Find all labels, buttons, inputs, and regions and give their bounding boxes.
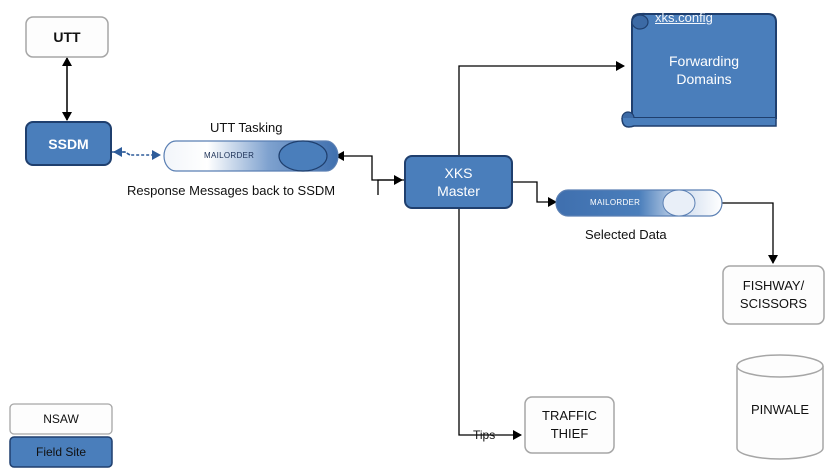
node-fishway-box (722, 265, 825, 325)
node-xks-master: XKS Master (405, 156, 512, 208)
node-ssdm-label: SSDM (48, 135, 89, 152)
connector-xks-traffic (458, 209, 522, 440)
node-pinwale-label: PINWALE (750, 402, 810, 417)
label-selected-data: Selected Data (585, 227, 667, 242)
tube-mailorder-left-label: MAILORDER (204, 151, 255, 160)
node-ssdm: SSDM (26, 122, 111, 165)
connector-xks-tube-right (513, 181, 557, 207)
connector-xks-tube-left (335, 151, 404, 181)
legend-fieldsite-swatch (9, 436, 113, 468)
node-utt-label: UTT (53, 29, 81, 45)
node-pinwale-cylinder (736, 354, 824, 460)
node-traffic-thief: TRAFFIC THIEF (525, 397, 614, 453)
xks-config-title: xks.config (655, 10, 713, 25)
legend-nsaw-label: NSAW (43, 412, 79, 426)
connector-tube-left-xks (377, 175, 403, 195)
legend-nsaw: NSAW (10, 404, 112, 434)
node-forwarding-domains-label: Forwarding Domains (668, 53, 740, 87)
node-forwarding-scroll (621, 12, 777, 128)
connector-xks-forwarding (458, 61, 625, 155)
node-ssdm-box (25, 121, 112, 166)
tube-mailorder-right (555, 189, 723, 217)
node-fishway-label: FISHWAY/ SCISSORS (739, 278, 808, 311)
node-utt-box (25, 16, 109, 58)
legend-field-site-label: Field Site (35, 445, 87, 459)
tube-mailorder-right-label: MAILORDER (590, 198, 641, 207)
label-response-messages: Response Messages back to SSDM (127, 183, 336, 198)
label-utt-tasking: UTT Tasking (210, 120, 283, 135)
tube-mailorder-left (163, 140, 339, 172)
node-xks-master-label: XKS Master (437, 165, 480, 199)
node-xks-master-box (404, 155, 513, 209)
connector-tube-fishway (722, 202, 778, 264)
label-tips: Tips (473, 428, 496, 442)
node-traffic-thief-box (524, 396, 615, 454)
node-utt: UTT (26, 17, 108, 57)
node-forwarding-domains: Forwarding Domains (634, 40, 774, 100)
node-pinwale: PINWALE (737, 390, 823, 430)
legend-nsaw-swatch (9, 403, 113, 435)
legend-field-site: Field Site (10, 437, 112, 467)
node-fishway: FISHWAY/ SCISSORS (723, 266, 824, 324)
node-traffic-thief-label: TRAFFIC THIEF (542, 408, 597, 441)
connector-tube-ssdm (113, 147, 131, 157)
